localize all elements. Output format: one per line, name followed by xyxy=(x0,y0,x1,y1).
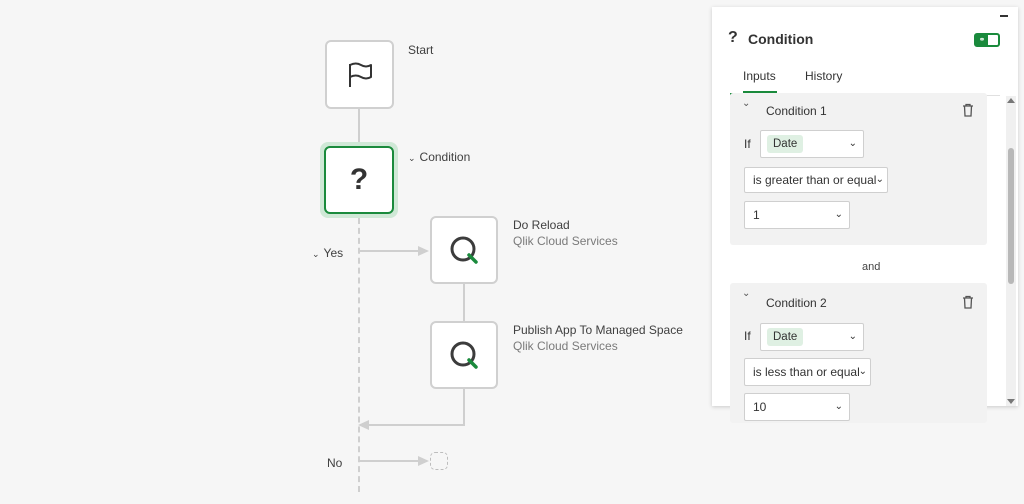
yes-branch-toggle[interactable]: ⌄Yes xyxy=(312,246,343,260)
chevron-down-icon: ⌄ xyxy=(834,401,843,412)
do-reload-subtitle: Qlik Cloud Services xyxy=(513,234,618,248)
condition-2-title: Condition 2 xyxy=(766,296,827,310)
question-icon: ? xyxy=(728,29,738,46)
no-label: No xyxy=(327,456,343,470)
condition-dashed-spine xyxy=(358,218,360,492)
scroll-up-arrow-icon[interactable] xyxy=(1007,98,1015,103)
trash-icon[interactable] xyxy=(962,295,974,309)
value-select-2[interactable]: 10 ⌄ xyxy=(744,393,850,421)
value-select-1[interactable]: 1 ⌄ xyxy=(744,201,850,229)
value-text: 10 xyxy=(753,400,767,414)
do-reload-title: Do Reload xyxy=(513,218,570,232)
chevron-down-icon: ⌄ xyxy=(834,209,843,220)
start-label: Start xyxy=(408,43,434,57)
publish-app-node[interactable] xyxy=(430,321,498,389)
trash-icon[interactable] xyxy=(962,103,974,117)
publish-app-title: Publish App To Managed Space xyxy=(513,323,683,337)
empty-drop-target[interactable] xyxy=(430,452,448,470)
qlik-icon xyxy=(450,236,478,264)
field-chip: Date xyxy=(767,328,804,346)
chevron-down-icon: ⌄ xyxy=(848,138,857,149)
condition-panel: ? Condition ⚭ Inputs History ⌄ Condition… xyxy=(712,7,1018,423)
minimize-icon[interactable] xyxy=(1000,15,1008,17)
connector-reload-publish xyxy=(463,284,465,321)
publish-app-subtitle: Qlik Cloud Services xyxy=(513,339,618,353)
operator-select-2[interactable]: is less than or equal ⌄ xyxy=(744,358,871,386)
no-connector xyxy=(360,460,422,462)
field-select-2[interactable]: Date ⌄ xyxy=(760,323,864,351)
chevron-down-icon: ⌄ xyxy=(858,366,867,377)
question-icon: ? xyxy=(349,163,369,196)
condition-node-label: Condition xyxy=(419,150,471,164)
operator-value: is greater than or equal xyxy=(753,173,877,187)
tab-inputs[interactable]: Inputs xyxy=(743,69,777,93)
chevron-down-icon: ⌄ xyxy=(848,331,857,342)
yes-connector xyxy=(360,250,422,252)
yes-arrow-icon xyxy=(418,246,429,256)
return-connector xyxy=(368,424,465,426)
chevron-down-icon[interactable]: ⌄ xyxy=(742,288,751,299)
chevron-down-icon[interactable]: ⌄ xyxy=(742,98,751,109)
no-arrow-icon xyxy=(418,456,429,466)
chevron-down-icon: ⌄ xyxy=(312,249,320,259)
link-icon: ⚭ xyxy=(976,35,988,45)
if-label: If xyxy=(744,137,751,151)
return-arrow-icon xyxy=(358,420,369,430)
yes-label: Yes xyxy=(323,246,344,260)
connector-start-condition xyxy=(358,109,360,146)
chevron-down-icon: ⌄ xyxy=(408,153,416,163)
condition-node[interactable]: ? xyxy=(324,146,394,214)
chevron-down-icon: ⌄ xyxy=(875,174,884,185)
condition-1-title: Condition 1 xyxy=(766,104,827,118)
scroll-down-arrow-icon[interactable] xyxy=(1007,399,1015,404)
qlik-icon xyxy=(450,341,478,369)
conditions-list: ⌄ Condition 1 If Date ⌄ is greater than … xyxy=(728,93,1004,423)
operator-value: is less than or equal xyxy=(753,365,860,379)
and-joiner-label: and xyxy=(862,261,881,273)
operator-select-1[interactable]: is greater than or equal ⌄ xyxy=(744,167,888,193)
do-reload-node[interactable] xyxy=(430,216,498,284)
link-toggle[interactable]: ⚭ xyxy=(974,33,1000,47)
panel-tabs: Inputs History xyxy=(730,65,1000,96)
flag-icon xyxy=(348,62,372,87)
panel-title: Condition xyxy=(748,31,814,47)
field-chip: Date xyxy=(767,135,804,153)
panel-scrollbar[interactable] xyxy=(1006,96,1016,406)
condition-card-2: ⌄ Condition 2 If Date ⌄ is less than or … xyxy=(730,283,987,423)
condition-card-1: ⌄ Condition 1 If Date ⌄ is greater than … xyxy=(730,93,987,245)
field-select-1[interactable]: Date ⌄ xyxy=(760,130,864,158)
condition-node-header[interactable]: ⌄Condition xyxy=(408,150,470,164)
value-text: 1 xyxy=(753,208,760,222)
tab-history[interactable]: History xyxy=(805,69,843,83)
connector-publish-return xyxy=(463,389,465,425)
start-node[interactable] xyxy=(325,40,394,109)
if-label: If xyxy=(744,329,751,343)
scroll-thumb[interactable] xyxy=(1008,148,1014,284)
